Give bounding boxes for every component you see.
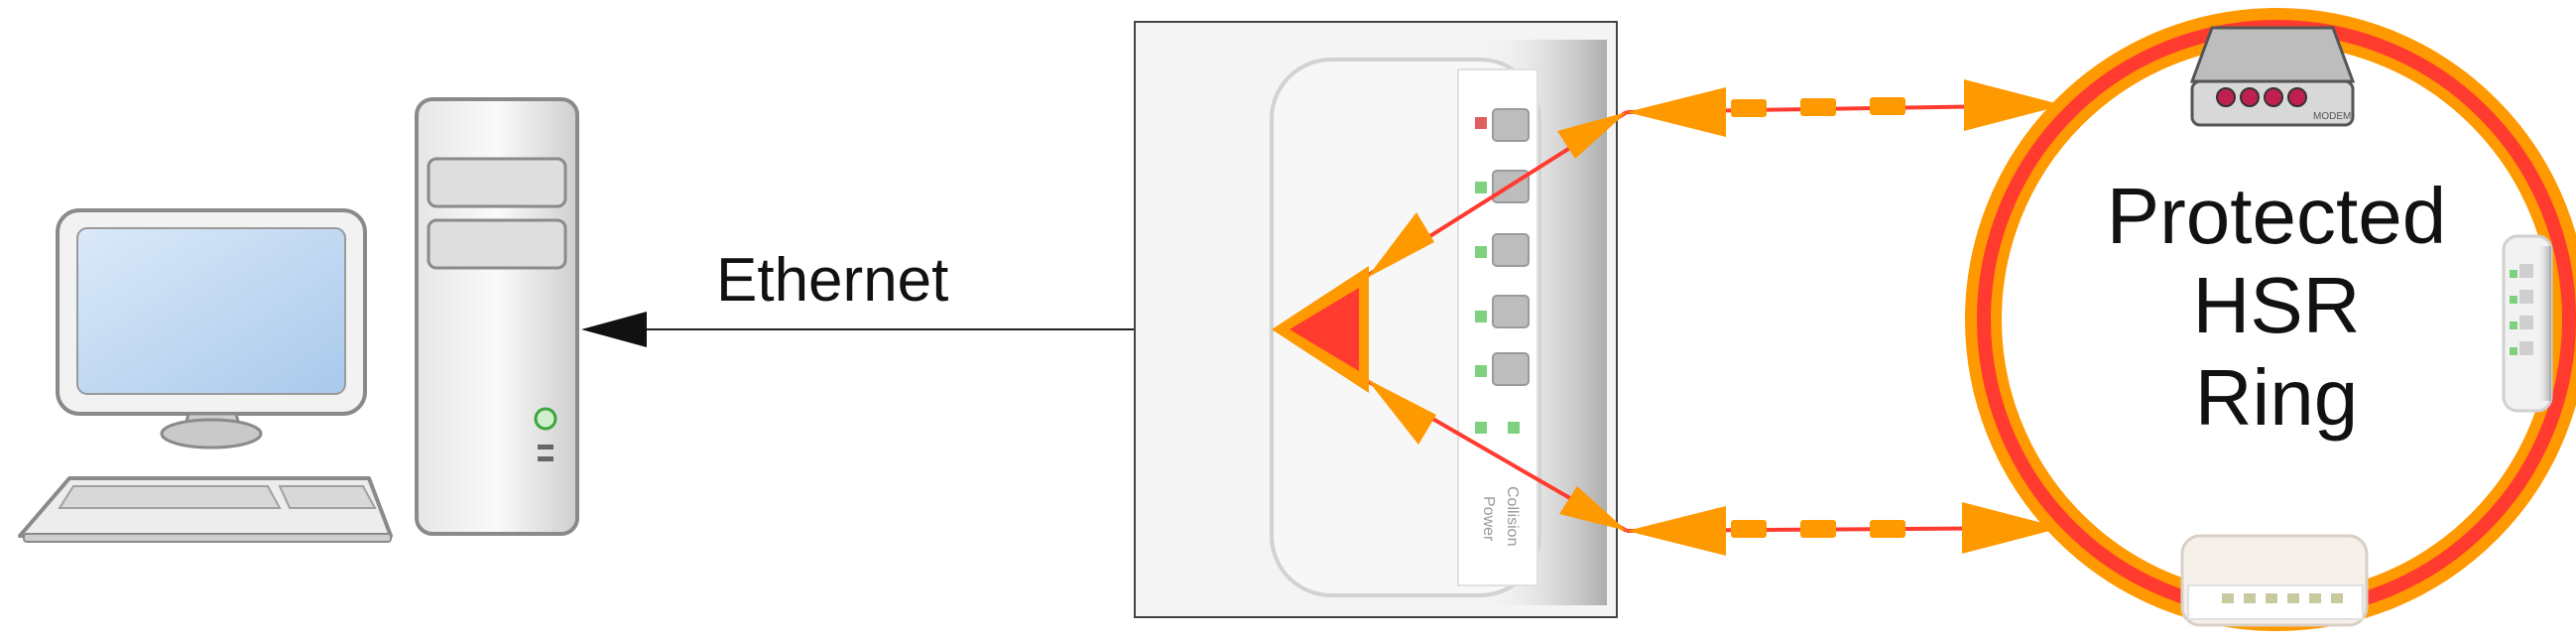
- ring-link-bottom: [1626, 502, 2061, 556]
- ring-link-top: [1626, 79, 2063, 137]
- ring-label-ring: Ring: [2195, 353, 2359, 442]
- ethernet-port-icon: [1492, 352, 1530, 386]
- pc-tower-icon: [415, 97, 579, 536]
- redbox-internal-paths: [1272, 110, 1629, 533]
- redbox-switch: Power Collision: [1134, 21, 1618, 618]
- modem-label: MODEM: [2313, 111, 2351, 122]
- ethernet-port-icon: [1492, 295, 1530, 328]
- led-green-icon: [1475, 365, 1487, 377]
- arrowhead-orange-icon: [1557, 112, 1627, 159]
- pc-computer: [18, 97, 579, 543]
- ring-label-hsr: HSR: [2193, 261, 2361, 349]
- ring-label-protected: Protected: [2107, 172, 2446, 260]
- arrowhead-orange-icon: [1627, 506, 1726, 556]
- arrowhead-orange-icon: [1627, 87, 1726, 137]
- switch-power-label: Power: [1480, 496, 1497, 542]
- ring-switch-node-right-icon: [2502, 234, 2553, 413]
- led-red-icon: [1475, 117, 1487, 129]
- ethernet-port-icon: [1492, 233, 1530, 267]
- led-green-icon: [1475, 311, 1487, 322]
- modem-node-icon: MODEM: [2189, 26, 2356, 127]
- monitor-icon: [56, 208, 367, 449]
- arrowhead-orange-icon: [1559, 486, 1627, 531]
- keyboard-icon: [18, 476, 393, 543]
- arrowhead-left-icon: [581, 312, 647, 347]
- ethernet-port-icon: [1492, 108, 1530, 142]
- led-green-icon: [1508, 422, 1520, 434]
- led-green-icon: [1475, 182, 1487, 193]
- arrowhead-orange-icon: [1964, 79, 2063, 131]
- ethernet-label: Ethernet: [716, 246, 948, 315]
- switch-collision-label: Collision: [1504, 486, 1521, 546]
- arrowhead-orange-icon: [1367, 379, 1436, 445]
- ring-switch-node-bottom-icon: [2180, 534, 2369, 627]
- arrowhead-orange-icon: [1962, 502, 2061, 554]
- arrowhead-orange-icon: [1367, 212, 1434, 278]
- led-green-icon: [1475, 422, 1487, 434]
- led-green-icon: [1475, 246, 1487, 258]
